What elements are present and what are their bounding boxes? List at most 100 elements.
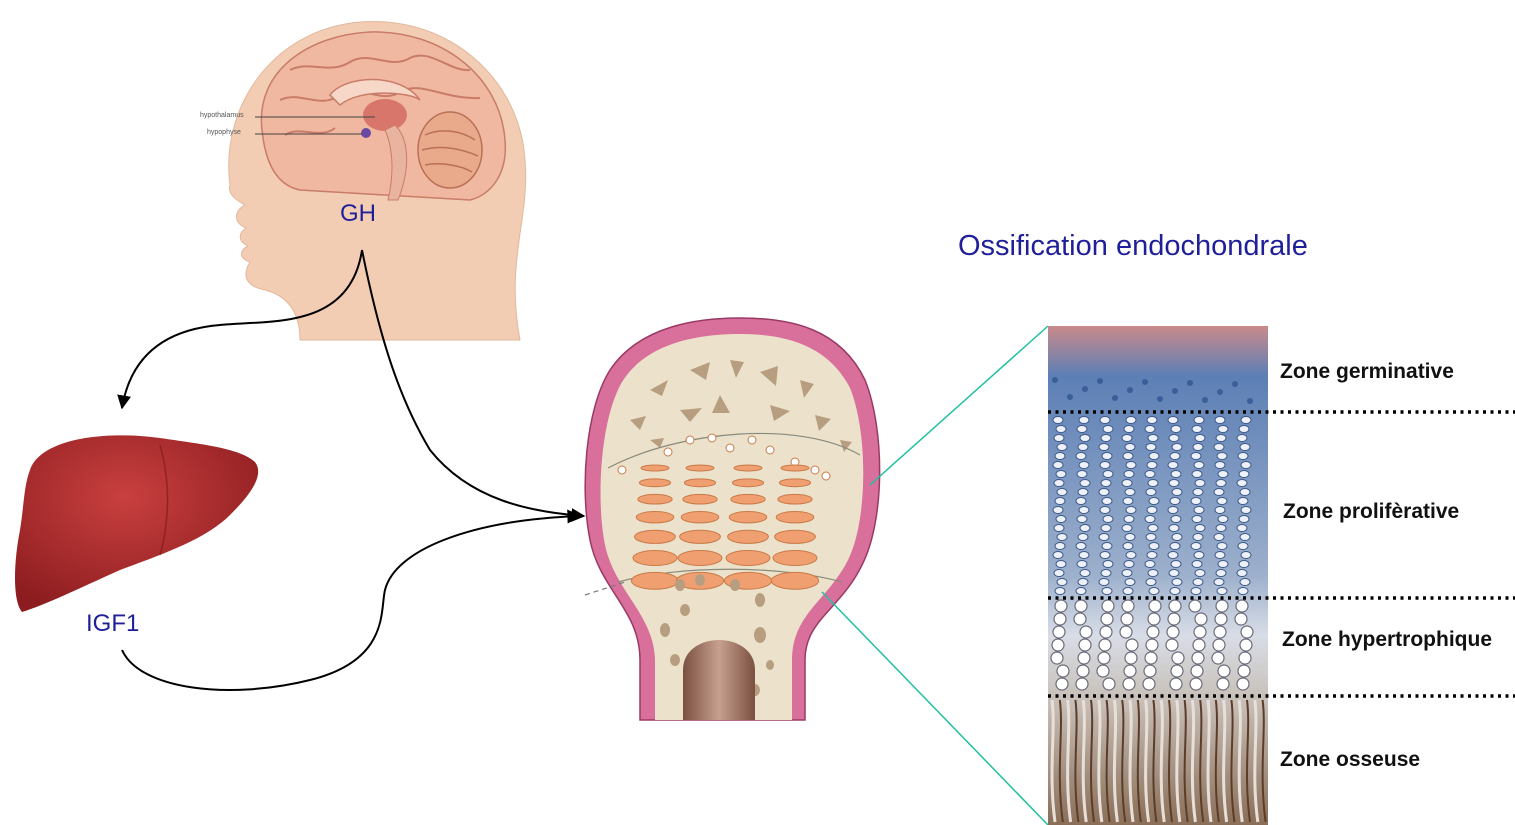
histology-cell <box>1124 471 1134 478</box>
histology-cell <box>1218 561 1228 568</box>
histology-cell <box>1147 417 1157 424</box>
histology-cell <box>1171 516 1181 523</box>
histology-hypertrophic-cell <box>1146 639 1158 651</box>
chondrocyte-cell <box>778 494 812 504</box>
histology-hypertrophic-cell <box>1193 639 1205 651</box>
histology-cell <box>1169 480 1179 487</box>
histology-cell <box>1172 444 1182 451</box>
histology-cell <box>1241 417 1251 424</box>
histology-hypertrophic-cell <box>1103 678 1115 690</box>
histology-hypertrophic-cell <box>1216 600 1228 612</box>
histology-cell <box>1241 462 1251 469</box>
chondrocyte-cell <box>681 512 719 523</box>
histology-cell <box>1215 417 1225 424</box>
histology-cell <box>1217 453 1227 460</box>
histology-cell <box>1240 534 1250 541</box>
histology-hypertrophic-cell <box>1123 678 1135 690</box>
histology-cell <box>1237 570 1247 577</box>
histology-cell <box>1078 444 1088 451</box>
histology-cell <box>1215 462 1225 469</box>
marrow-cavity <box>683 640 755 720</box>
histology-hypertrophic-cell <box>1077 665 1089 677</box>
histology-hypertrophic-cell <box>1237 678 1249 690</box>
chondrocyte-cell <box>732 479 763 487</box>
histology-hypertrophic-cell <box>1126 639 1138 651</box>
histology-hypertrophic-cell <box>1190 678 1202 690</box>
histology-hypertrophic-cell <box>1144 665 1156 677</box>
chondrocyte-resting <box>708 434 716 442</box>
histology-cell <box>1147 507 1157 514</box>
histology-cell <box>1214 534 1224 541</box>
chondrocyte-cell <box>636 512 674 523</box>
histology-germinal-cell <box>1097 378 1103 384</box>
histology-cell <box>1053 417 1063 424</box>
chondrocyte-cell <box>639 479 670 487</box>
histology-hypertrophic-cell <box>1080 626 1092 638</box>
histology-cell <box>1172 579 1182 586</box>
histology-hypertrophic-cell <box>1169 600 1181 612</box>
histology-cell <box>1076 588 1086 595</box>
chondrocyte-cell <box>726 551 770 566</box>
histology-hypertrophic-cell <box>1192 652 1204 664</box>
histology-cell <box>1145 561 1155 568</box>
histology-cell <box>1214 489 1224 496</box>
histology-cell <box>1145 426 1155 433</box>
histology-cell <box>1078 489 1088 496</box>
histology-germinal-cell <box>1187 380 1193 386</box>
histology-hypertrophic-cell <box>1218 665 1230 677</box>
histology-cell <box>1216 435 1226 442</box>
histology-cell <box>1171 471 1181 478</box>
histology-cell <box>1126 462 1136 469</box>
histology-cell <box>1191 588 1201 595</box>
histology-cell <box>1168 507 1178 514</box>
histology-cell <box>1057 444 1067 451</box>
histology-cell <box>1123 498 1133 505</box>
cerebellum <box>418 112 482 188</box>
histology-hypertrophic-cell <box>1239 652 1251 664</box>
histology-cell <box>1169 435 1179 442</box>
hypophyse-gland <box>361 128 371 138</box>
histology-hypertrophic-cell <box>1149 600 1161 612</box>
histology-cell <box>1122 525 1132 532</box>
histology-cell <box>1194 417 1204 424</box>
chondrocyte-cell <box>771 572 818 589</box>
histology-germinal-cell <box>1127 387 1133 393</box>
histology-cell <box>1238 453 1248 460</box>
histology-cell <box>1149 543 1159 550</box>
histology-cell <box>1237 525 1247 532</box>
histology-cell <box>1079 552 1089 559</box>
liver-shape <box>15 435 258 612</box>
histology-hypertrophic-cell <box>1194 626 1206 638</box>
histology-cell <box>1126 417 1136 424</box>
histology-cell <box>1057 579 1067 586</box>
chondrocyte-cell <box>734 465 762 471</box>
chondrocyte-cell <box>773 551 817 566</box>
chondrocyte-cell <box>633 551 677 566</box>
histology-cell <box>1170 498 1180 505</box>
histology-hypertrophic-cell <box>1101 613 1113 625</box>
histology-cell <box>1099 489 1109 496</box>
histology-cell <box>1149 588 1159 595</box>
histology-hypertrophic-cell <box>1171 665 1183 677</box>
histology-cell <box>1241 507 1251 514</box>
histology-hypertrophic-cell <box>1214 626 1226 638</box>
histology-cell <box>1055 543 1065 550</box>
histology-cell <box>1126 552 1136 559</box>
zone-germinative-label: Zone germinative <box>1280 360 1454 384</box>
histology-hypertrophic-cell <box>1168 613 1180 625</box>
histology-cell <box>1125 579 1135 586</box>
histology-hypertrophic-cell <box>1236 600 1248 612</box>
chondrocyte-cell <box>641 465 669 471</box>
hypothalamus-label: hypothalamus <box>200 112 244 119</box>
histology-cell <box>1192 516 1202 523</box>
chondrocyte-cell <box>686 465 714 471</box>
histology-hypertrophic-cell <box>1053 626 1065 638</box>
histology-cell <box>1238 498 1248 505</box>
chondrocyte-resting <box>686 436 694 444</box>
histology-cell <box>1216 480 1226 487</box>
histology-cell <box>1102 543 1112 550</box>
histology-cell <box>1149 453 1159 460</box>
histology-cell <box>1053 552 1063 559</box>
histology-hypertrophic-cell <box>1097 665 1109 677</box>
